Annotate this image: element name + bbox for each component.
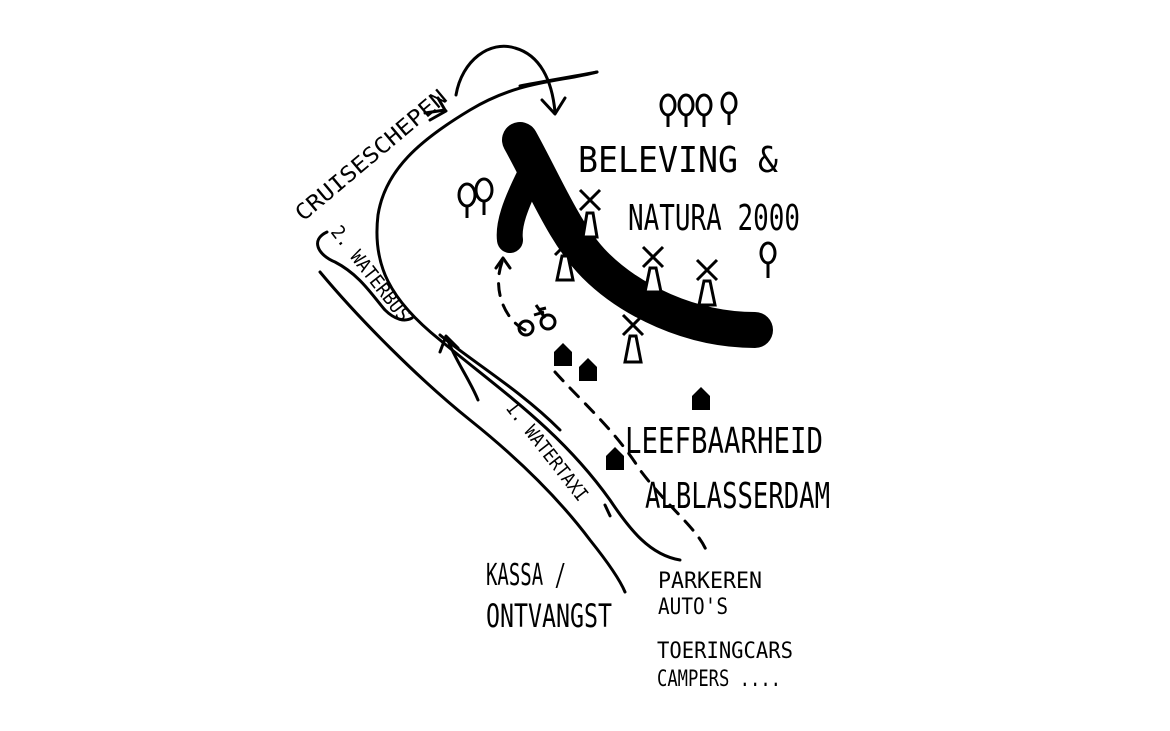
tree-icon [457,182,477,218]
label-campers: CAMPERS .... [657,667,781,692]
houses [554,343,710,470]
windmill-icon [621,313,645,364]
tree-icon [695,93,713,127]
house-icon [579,358,597,381]
watertaxi-arrow [438,334,480,402]
house-icon [606,447,624,470]
label-beleving: BELEVING & [578,140,778,181]
label-autos: AUTO'S [658,595,728,620]
tree-icon [759,241,777,278]
windmill-icon [695,258,719,307]
label-leefbaarheid: LEEFBAARHEID [625,421,823,462]
cyclist-icon [517,304,557,337]
trees [457,91,777,278]
natura-2000-area [496,122,773,348]
label-toeringcars: TOERINGCARS [657,639,793,664]
tree-icon [677,93,695,127]
label-parkeren: PARKEREN [658,569,762,594]
house-icon [554,343,572,366]
tree-icon [474,177,494,215]
label-waterbus: 2. WATERBUS [326,222,414,326]
label-cruiseschepen: CRUISESCHEPEN [291,85,453,226]
cruise-arrow [423,44,567,122]
tree-icon [720,91,738,125]
house-icon [692,387,710,410]
windmill-icon [578,188,602,239]
tree-icon [659,93,677,127]
label-kassa: KASSA / [486,558,566,593]
label-alblasserdam: ALBLASSERDAM [645,476,830,517]
label-ontvangst: ONTVANGST [486,597,612,635]
windmill-icon [641,245,665,294]
label-natura-2000: NATURA 2000 [628,198,800,239]
windmill-icon [553,233,577,282]
river [316,70,682,594]
windmills [553,188,719,364]
